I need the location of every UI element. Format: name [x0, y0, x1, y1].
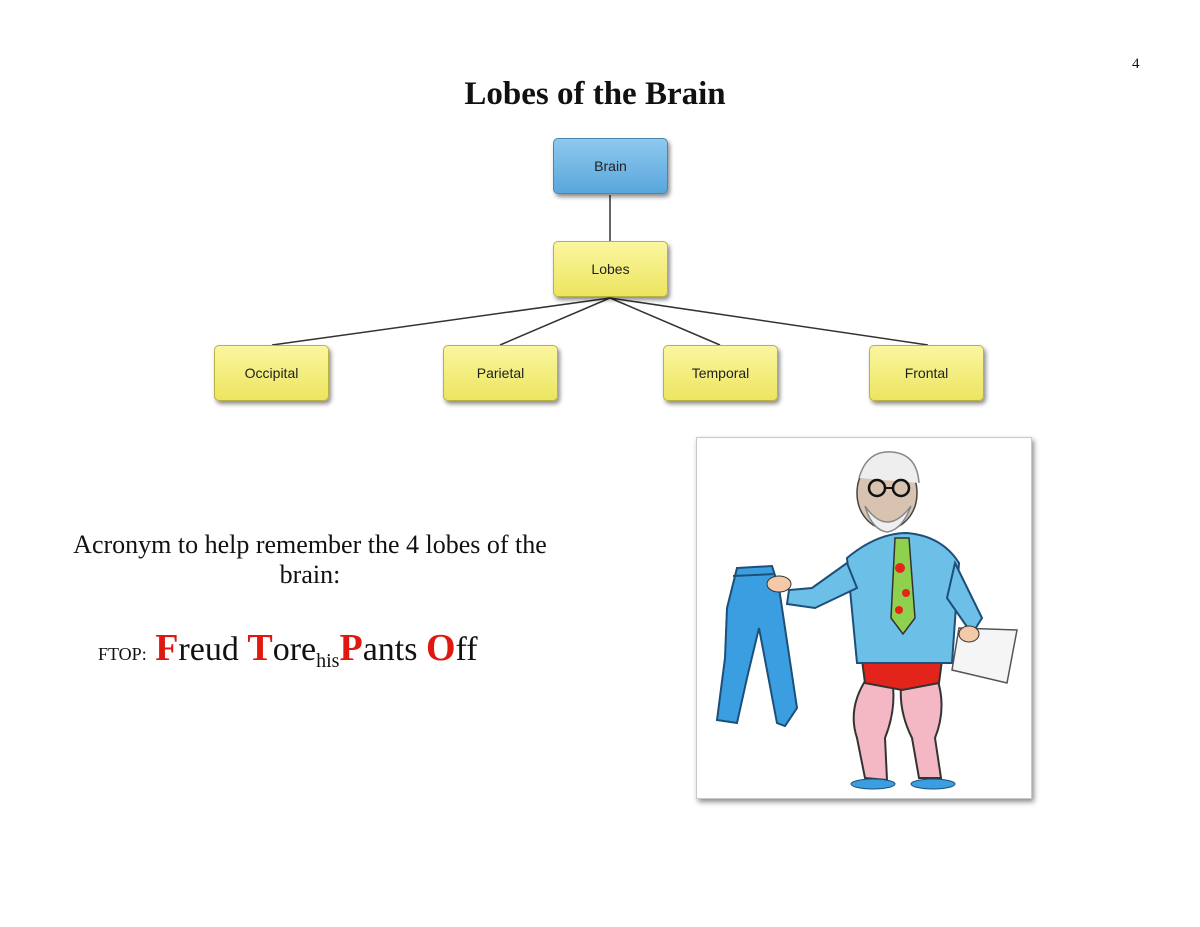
- page-number: 4: [1132, 56, 1140, 72]
- freud-cartoon-image: [696, 437, 1032, 799]
- initial-o: O: [425, 627, 456, 669]
- connector-temporal: [609, 297, 721, 346]
- node-parietal: Parietal: [443, 345, 558, 401]
- acronym-label: FTOP:: [98, 644, 147, 664]
- word-rest-o: ff: [455, 631, 478, 668]
- underwear-shape: [860, 659, 944, 692]
- node-lobes: Lobes: [553, 241, 668, 297]
- initial-t: T: [247, 627, 273, 669]
- connector-parietal: [499, 297, 611, 346]
- right-leg-shape: [899, 677, 943, 779]
- left-leg-shape: [852, 677, 895, 782]
- freud-cartoon-drawing: [715, 451, 1018, 790]
- word-rest-p: ants: [362, 631, 426, 668]
- connector-lines: [271, 195, 929, 346]
- page-title: Lobes of the Brain: [464, 76, 726, 112]
- initial-p: P: [339, 627, 363, 669]
- node-occipital: Occipital: [214, 345, 329, 401]
- connector-frontal: [609, 297, 929, 346]
- mnemonic-line: FTOP: Freud TorehisPants Off: [98, 626, 478, 673]
- word-rest-t: ore: [272, 631, 317, 668]
- subscript-his: his: [316, 650, 340, 672]
- node-temporal: Temporal: [663, 345, 778, 401]
- word-rest-f: reud: [178, 631, 248, 668]
- lobes-hierarchy-diagram: Brain Lobes Occipital Parietal Temporal …: [0, 0, 1200, 420]
- initial-f: F: [155, 627, 179, 669]
- acronym-intro-text: Acronym to help remember the 4 lobes of …: [73, 530, 547, 589]
- node-frontal: Frontal: [869, 345, 984, 401]
- connector-occipital: [271, 297, 611, 346]
- node-brain: Brain: [553, 138, 668, 194]
